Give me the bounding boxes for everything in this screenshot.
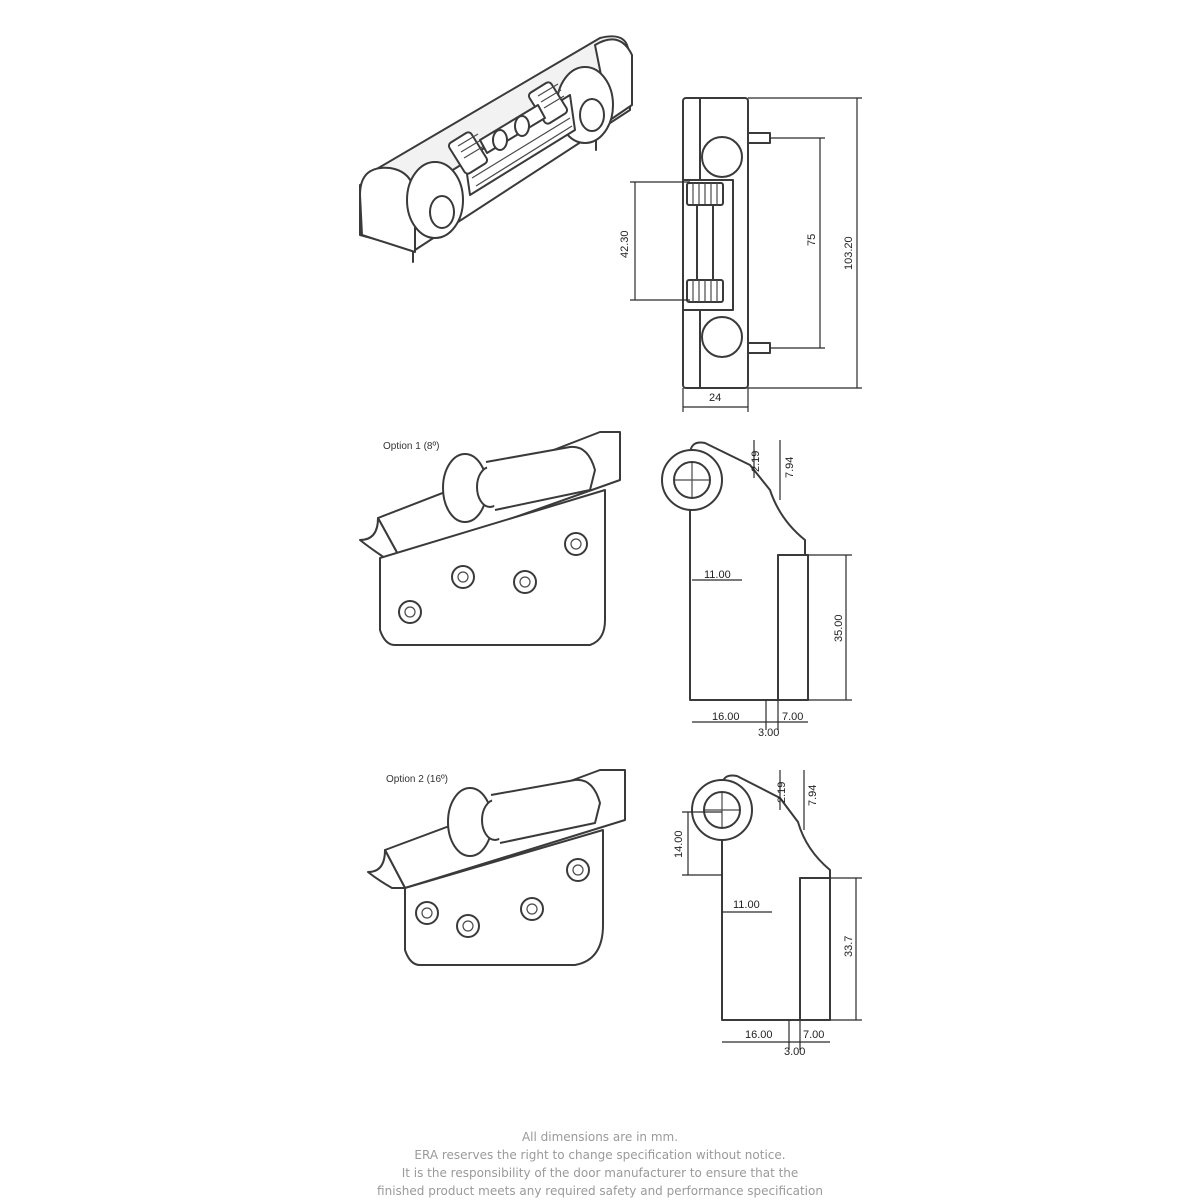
note-line: ERA reserves the right to change specifi… — [414, 1148, 786, 1162]
opt1-dim-2-19: 2.19 — [750, 451, 762, 472]
footnotes: All dimensions are in mm. ERA reserves t… — [0, 1128, 1200, 1200]
opt2-dim-2-19: 2.19 — [776, 782, 788, 803]
adjuster-left — [447, 131, 489, 175]
opt2-dim-3-00: 3.00 — [784, 1046, 805, 1058]
opt1-dim-7-00: 7.00 — [782, 711, 803, 723]
dim-overall-length: 103.20 — [843, 236, 855, 270]
option1-section: 2.19 7.94 11.00 35.00 16.00 7.00 3.00 — [661, 440, 852, 739]
dim-width: 24 — [709, 392, 721, 404]
opt2-dim-7-94: 7.94 — [807, 785, 819, 806]
hinge-body-elevation: 42.30 75 103.20 24 — [619, 97, 862, 412]
dim-pin-spacing: 42.30 — [619, 230, 631, 258]
opt1-dim-7-94: 7.94 — [784, 457, 796, 478]
opt1-dim-11-00: 11.00 — [704, 569, 731, 581]
opt2-dim-16-00: 16.00 — [745, 1029, 773, 1041]
opt1-dim-16-00: 16.00 — [712, 711, 740, 723]
opt1-dim-3-00: 3.00 — [758, 727, 779, 739]
note-line: It is the responsibility of the door man… — [401, 1166, 799, 1180]
option2-section: 2.19 7.94 14.00 11.00 33.7 16.00 7.00 3.… — [673, 770, 862, 1058]
option1-leaf-isometric — [359, 431, 621, 646]
note-line: finished product meets any required safe… — [377, 1184, 823, 1198]
opt2-dim-7-00: 7.00 — [803, 1029, 824, 1041]
opt2-dim-11-00: 11.00 — [733, 899, 760, 911]
dim-hole-spacing: 75 — [806, 234, 818, 246]
opt1-dim-35-00: 35.00 — [833, 614, 845, 642]
option1-label: Option 1 (8º) — [383, 441, 439, 452]
option2-label: Option 2 (16º) — [386, 774, 448, 785]
opt2-dim-14-00: 14.00 — [673, 830, 685, 858]
hinge-body-isometric — [359, 35, 633, 263]
opt2-dim-33-7: 33.7 — [843, 936, 855, 957]
option2-leaf-isometric — [367, 769, 626, 966]
note-line: All dimensions are in mm. — [521, 1130, 679, 1144]
